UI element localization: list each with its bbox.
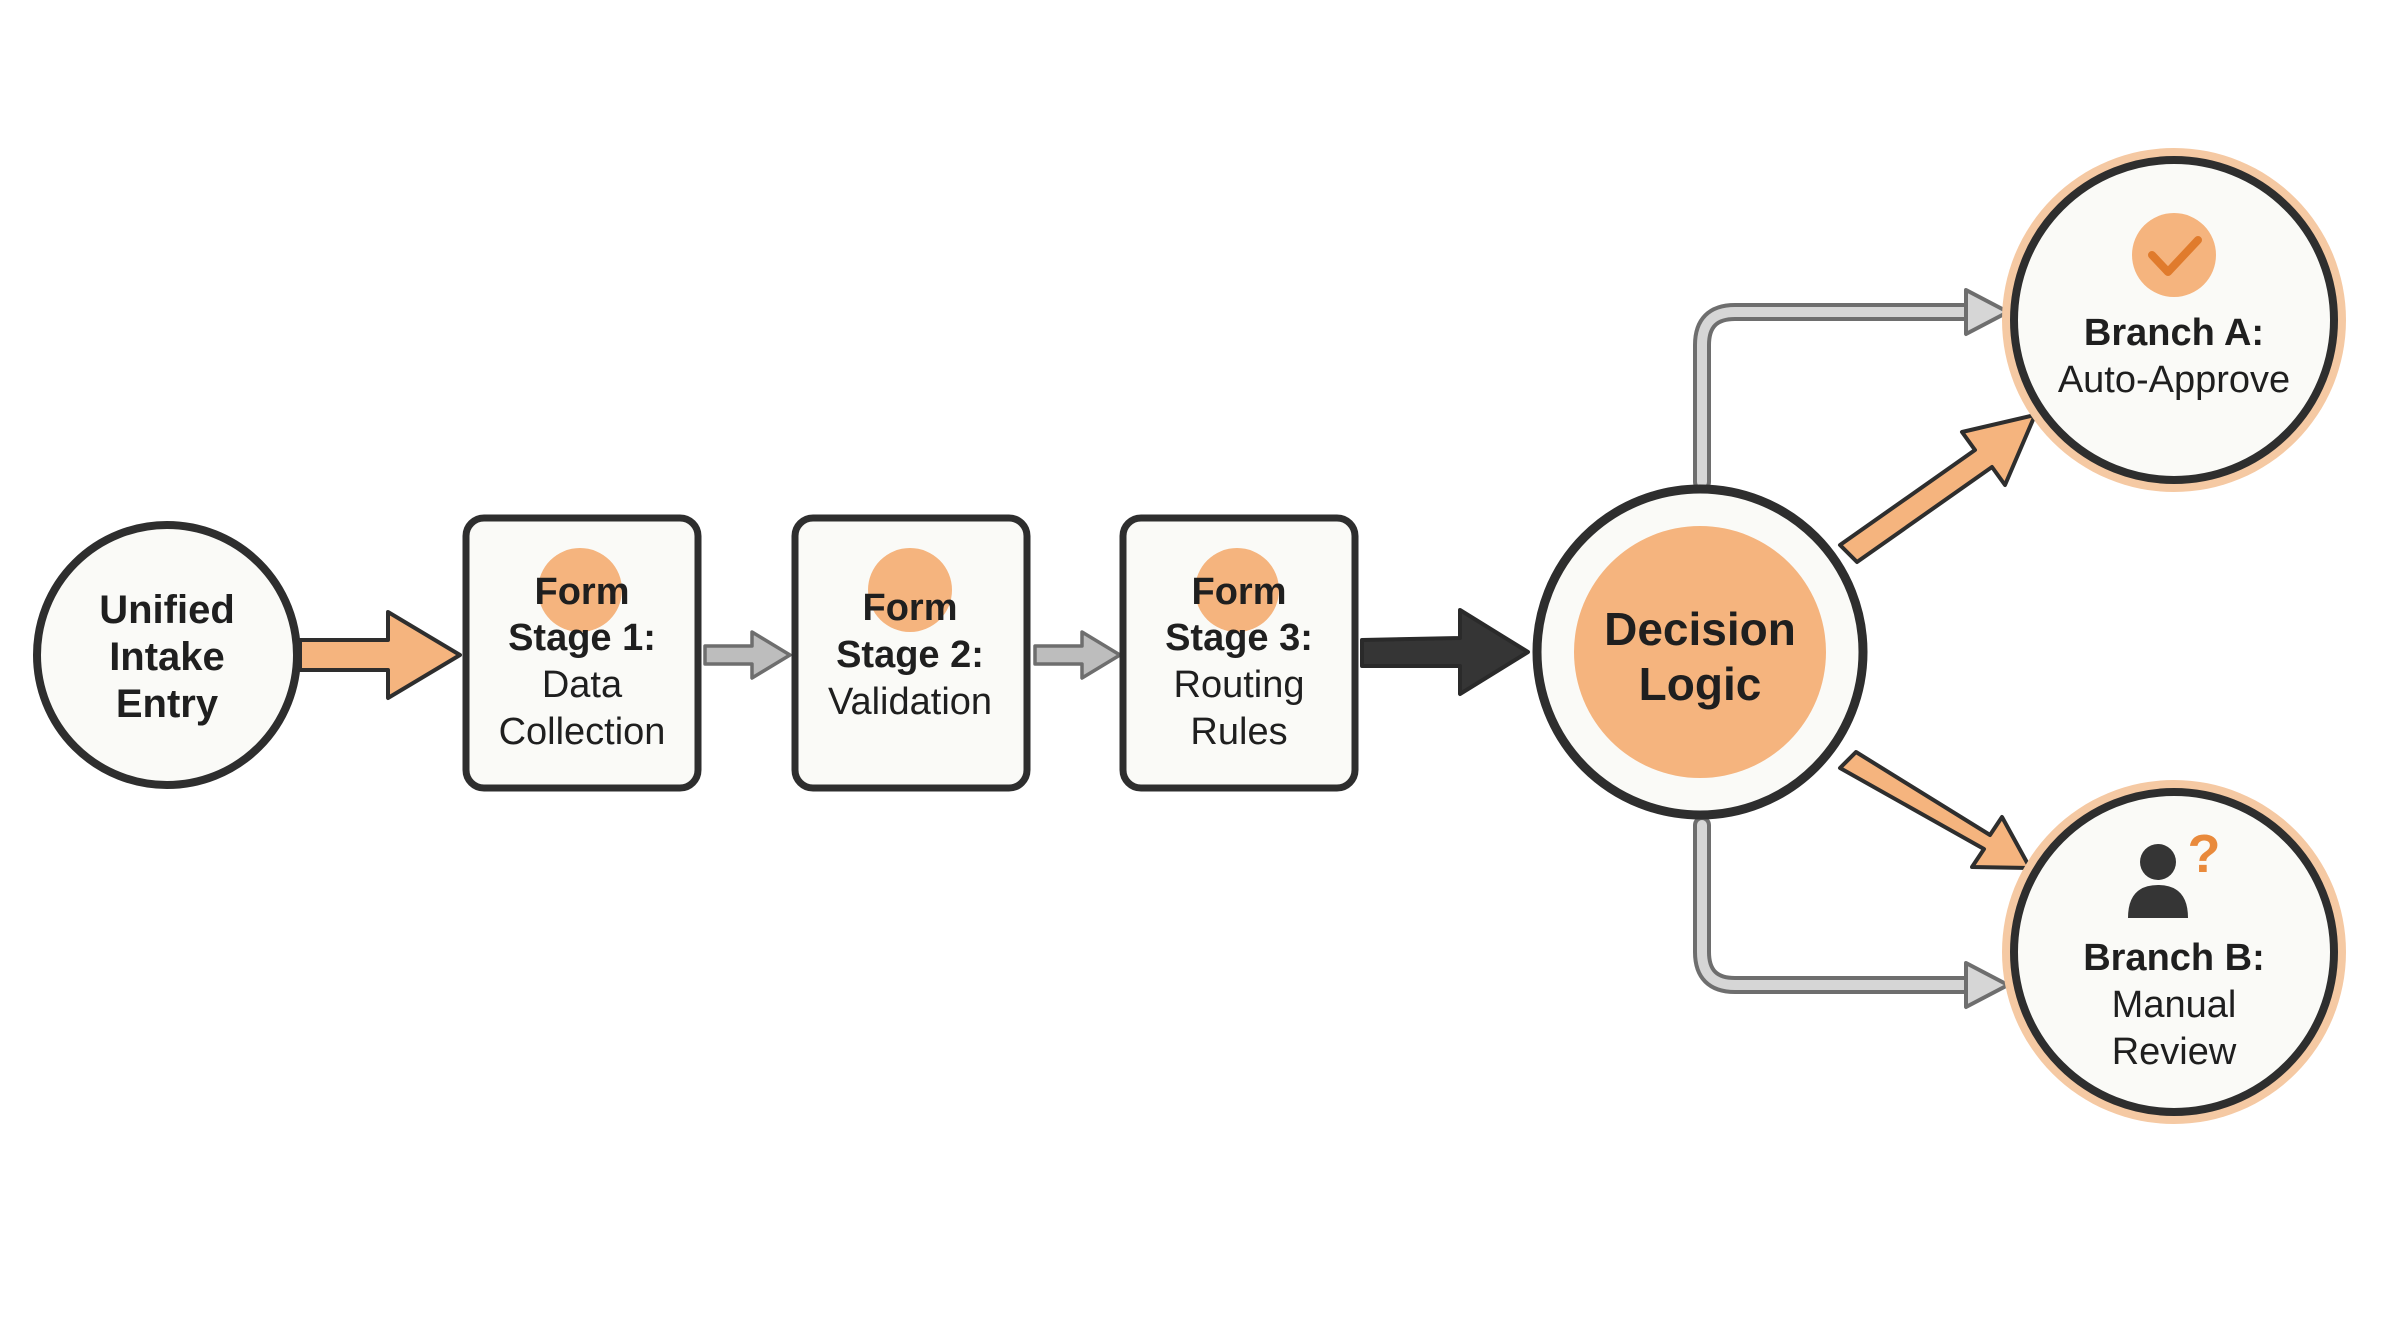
- entry-label-line1: Unified: [99, 588, 235, 632]
- node-decision-logic: Decision Logic: [1532, 484, 1868, 820]
- stage3-label-line4: Rules: [1190, 711, 1287, 753]
- branch-b-label-line2: Manual: [2112, 984, 2237, 1026]
- arrow-stage3-to-decision: [1360, 608, 1530, 696]
- stage1-label-line1: Form: [535, 571, 630, 613]
- arrow-stage2-to-stage3: [1033, 630, 1122, 680]
- branch-a-label-line2: Auto-Approve: [2058, 359, 2290, 401]
- stage1-accent-dot: [538, 548, 622, 632]
- arrow-stage1-to-stage2: [703, 630, 792, 680]
- node-form-stage-3: Form Stage 3: Routing Rules: [1119, 514, 1359, 792]
- arrow-decision-to-branch-b: [1838, 750, 2032, 870]
- node-branch-a: Branch A: Auto-Approve: [2002, 148, 2346, 492]
- stage3-label-line2: Stage 3:: [1165, 617, 1313, 659]
- arrow-entry-to-stage1: [298, 610, 462, 700]
- branch-b-label-line1: Branch B:: [2083, 937, 2265, 979]
- stage1-label-line3: Data: [542, 664, 623, 706]
- decision-accent-disc: [1574, 526, 1826, 778]
- branch-b-label-line3: Review: [2112, 1031, 2237, 1073]
- stage2-label-line2: Stage 2:: [836, 634, 984, 676]
- node-branch-b: ? Branch B: Manual Review: [2002, 780, 2346, 1124]
- stage3-accent-dot: [1195, 548, 1279, 632]
- arrow-decision-to-branch-a: [1838, 413, 2037, 564]
- entry-label-line3: Entry: [116, 682, 219, 726]
- stage3-label-line1: Form: [1192, 571, 1287, 613]
- node-unified-intake-entry: Unified Intake Entry: [33, 521, 301, 789]
- node-form-stage-2: Form Stage 2: Validation: [791, 514, 1031, 792]
- node-form-stage-1: Form Stage 1: Data Collection: [462, 514, 702, 792]
- decision-label-line1: Decision: [1604, 603, 1796, 655]
- stage2-label-line1: Form: [863, 587, 958, 629]
- decision-label-line2: Logic: [1639, 658, 1762, 710]
- question-mark-glyph: ?: [2188, 824, 2221, 884]
- stage2-accent-dot: [868, 548, 952, 632]
- stage2-label-line3: Validation: [828, 681, 992, 723]
- entry-label-line2: Intake: [109, 635, 225, 679]
- connector-decision-to-branch-b-bottom: [1693, 816, 2010, 1009]
- checkmark-icon: [2132, 213, 2216, 297]
- stage3-label-line3: Routing: [1174, 664, 1305, 706]
- stage1-label-line2: Stage 1:: [508, 617, 656, 659]
- stage1-label-line4: Collection: [499, 711, 666, 753]
- person-question-icon: ?: [2128, 824, 2221, 918]
- branch-a-label-line1: Branch A:: [2084, 312, 2264, 354]
- connector-decision-to-branch-a-top: [1693, 288, 2010, 491]
